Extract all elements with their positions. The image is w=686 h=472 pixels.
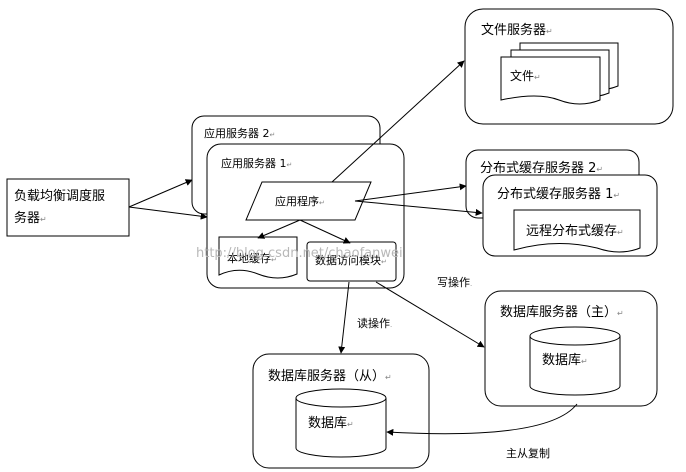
application-program-label: 应用程序↵ bbox=[275, 194, 325, 208]
file-stack-front bbox=[500, 56, 601, 105]
db-master-cylinder-top bbox=[529, 326, 621, 346]
file-server-node: 文件服务器↵ 文件↵ bbox=[464, 8, 674, 125]
data-access-module-node: 数据访问模块↵ bbox=[306, 241, 397, 282]
cache-server-2-label: 分布式缓存服务器 2↵ bbox=[480, 160, 603, 176]
edge-db-master-to-db-slave bbox=[386, 403, 578, 436]
edge-app-to-cache-server-1 bbox=[354, 200, 483, 216]
cache-server-1-label: 分布式缓存服务器 1↵ bbox=[497, 186, 620, 202]
edge-app-to-local-cache bbox=[257, 219, 301, 239]
edge-label-read: 读操作. bbox=[357, 316, 392, 330]
edge-lb-to-app2 bbox=[128, 179, 193, 208]
edge-app-to-cache-server-2 bbox=[354, 183, 467, 202]
remote-cache-shape bbox=[513, 209, 641, 253]
load-balancer-label-line1: 负载均衡调度服 bbox=[14, 188, 105, 204]
edge-label-replication: 主从复制 bbox=[506, 446, 550, 460]
edge-app-to-file-server bbox=[331, 60, 465, 183]
edge-app-to-data-access bbox=[299, 219, 351, 244]
data-access-module-label: 数据访问模块↵ bbox=[315, 253, 387, 267]
db-master-node: 数据库服务器（主）↵ 数据库↵ bbox=[484, 290, 658, 407]
local-cache-label: 本地缓存↵ bbox=[227, 251, 277, 265]
db-slave-node: 数据库服务器（从）↵ 数据库↵ bbox=[252, 353, 430, 469]
edges bbox=[128, 60, 578, 436]
watermark-text: http://blog.csdn.net/chaofanwei bbox=[196, 246, 403, 261]
load-balancer-node: 负载均衡调度服 务器↵ bbox=[6, 178, 130, 237]
db-master-db-label: 数据库↵ bbox=[542, 352, 588, 368]
edge-data-access-to-db-master bbox=[375, 281, 485, 348]
db-slave-cylinder bbox=[295, 398, 387, 458]
local-cache-node: 本地缓存↵ bbox=[218, 236, 298, 279]
db-master-cylinder bbox=[529, 336, 621, 396]
file-label: 文件↵ bbox=[510, 68, 541, 83]
db-slave-cylinder-top bbox=[295, 388, 387, 408]
db-master-label: 数据库服务器（主）↵ bbox=[500, 304, 624, 320]
edge-data-access-to-db-slave bbox=[338, 281, 350, 354]
load-balancer-label-line2: 务器↵ bbox=[14, 210, 47, 226]
edge-lb-to-app1 bbox=[128, 206, 208, 220]
application-program-node: 应用程序↵ bbox=[245, 181, 372, 221]
app-server-1-label: 应用服务器 1↵ bbox=[221, 156, 292, 170]
app-server-2-label: 应用服务器 2↵ bbox=[204, 126, 275, 140]
db-slave-label: 数据库服务器（从）↵ bbox=[268, 368, 392, 384]
db-slave-db-label: 数据库↵ bbox=[308, 415, 354, 431]
remote-cache-label: 远程分布式缓存↵ bbox=[526, 224, 624, 239]
file-server-label: 文件服务器↵ bbox=[481, 22, 553, 38]
cache-server-1-node: 分布式缓存服务器 1↵ 远程分布式缓存↵ bbox=[482, 174, 658, 257]
edge-label-write: 写操作. bbox=[437, 275, 472, 289]
